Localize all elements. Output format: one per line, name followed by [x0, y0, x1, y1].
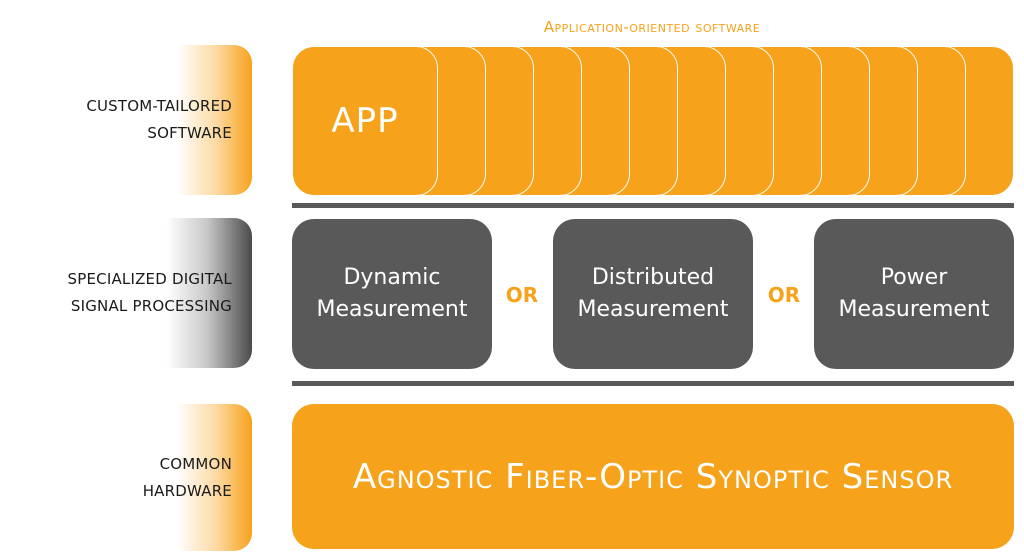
- power-measurement-module: Power Measurement: [814, 219, 1014, 369]
- dsp-layer-tab: Specialized digital signal processing: [0, 218, 252, 368]
- app-cards-row: APP: [292, 46, 1014, 196]
- dsp-layer-label: Specialized digital signal processing: [67, 270, 232, 315]
- distributed-measurement-module: Distributed Measurement: [553, 219, 753, 369]
- software-layer-tab: Custom-tailored software: [0, 45, 252, 195]
- or-separator-2-label: OR: [767, 283, 801, 307]
- divider-dsp-hardware: [292, 381, 1014, 386]
- application-software-title: Application-oriented software: [543, 18, 761, 36]
- application-software-header: Application-oriented software: [292, 14, 1012, 40]
- hardware-layer-label: Common hardware: [142, 454, 232, 500]
- app-card-front: APP: [292, 46, 438, 196]
- software-layer-label: Custom-tailored software: [86, 97, 232, 142]
- fiber-optic-sensor-block: Agnostic Fiber-Optic Synoptic Sensor: [292, 404, 1014, 549]
- fiber-optic-sensor-label: Agnostic Fiber-Optic Synoptic Sensor: [352, 456, 954, 497]
- or-separator-1-label: OR: [505, 283, 539, 307]
- power-measurement-label: Power Measurement: [838, 265, 990, 322]
- or-separator-2: OR: [762, 280, 806, 310]
- or-separator-1: OR: [500, 280, 544, 310]
- dynamic-measurement-module: Dynamic Measurement: [292, 219, 492, 369]
- dynamic-measurement-label: Dynamic Measurement: [316, 265, 468, 322]
- divider-software-dsp: [292, 203, 1014, 208]
- hardware-layer-tab: Common hardware: [0, 404, 252, 551]
- distributed-measurement-label: Distributed Measurement: [577, 265, 729, 322]
- app-card-label: APP: [331, 101, 399, 141]
